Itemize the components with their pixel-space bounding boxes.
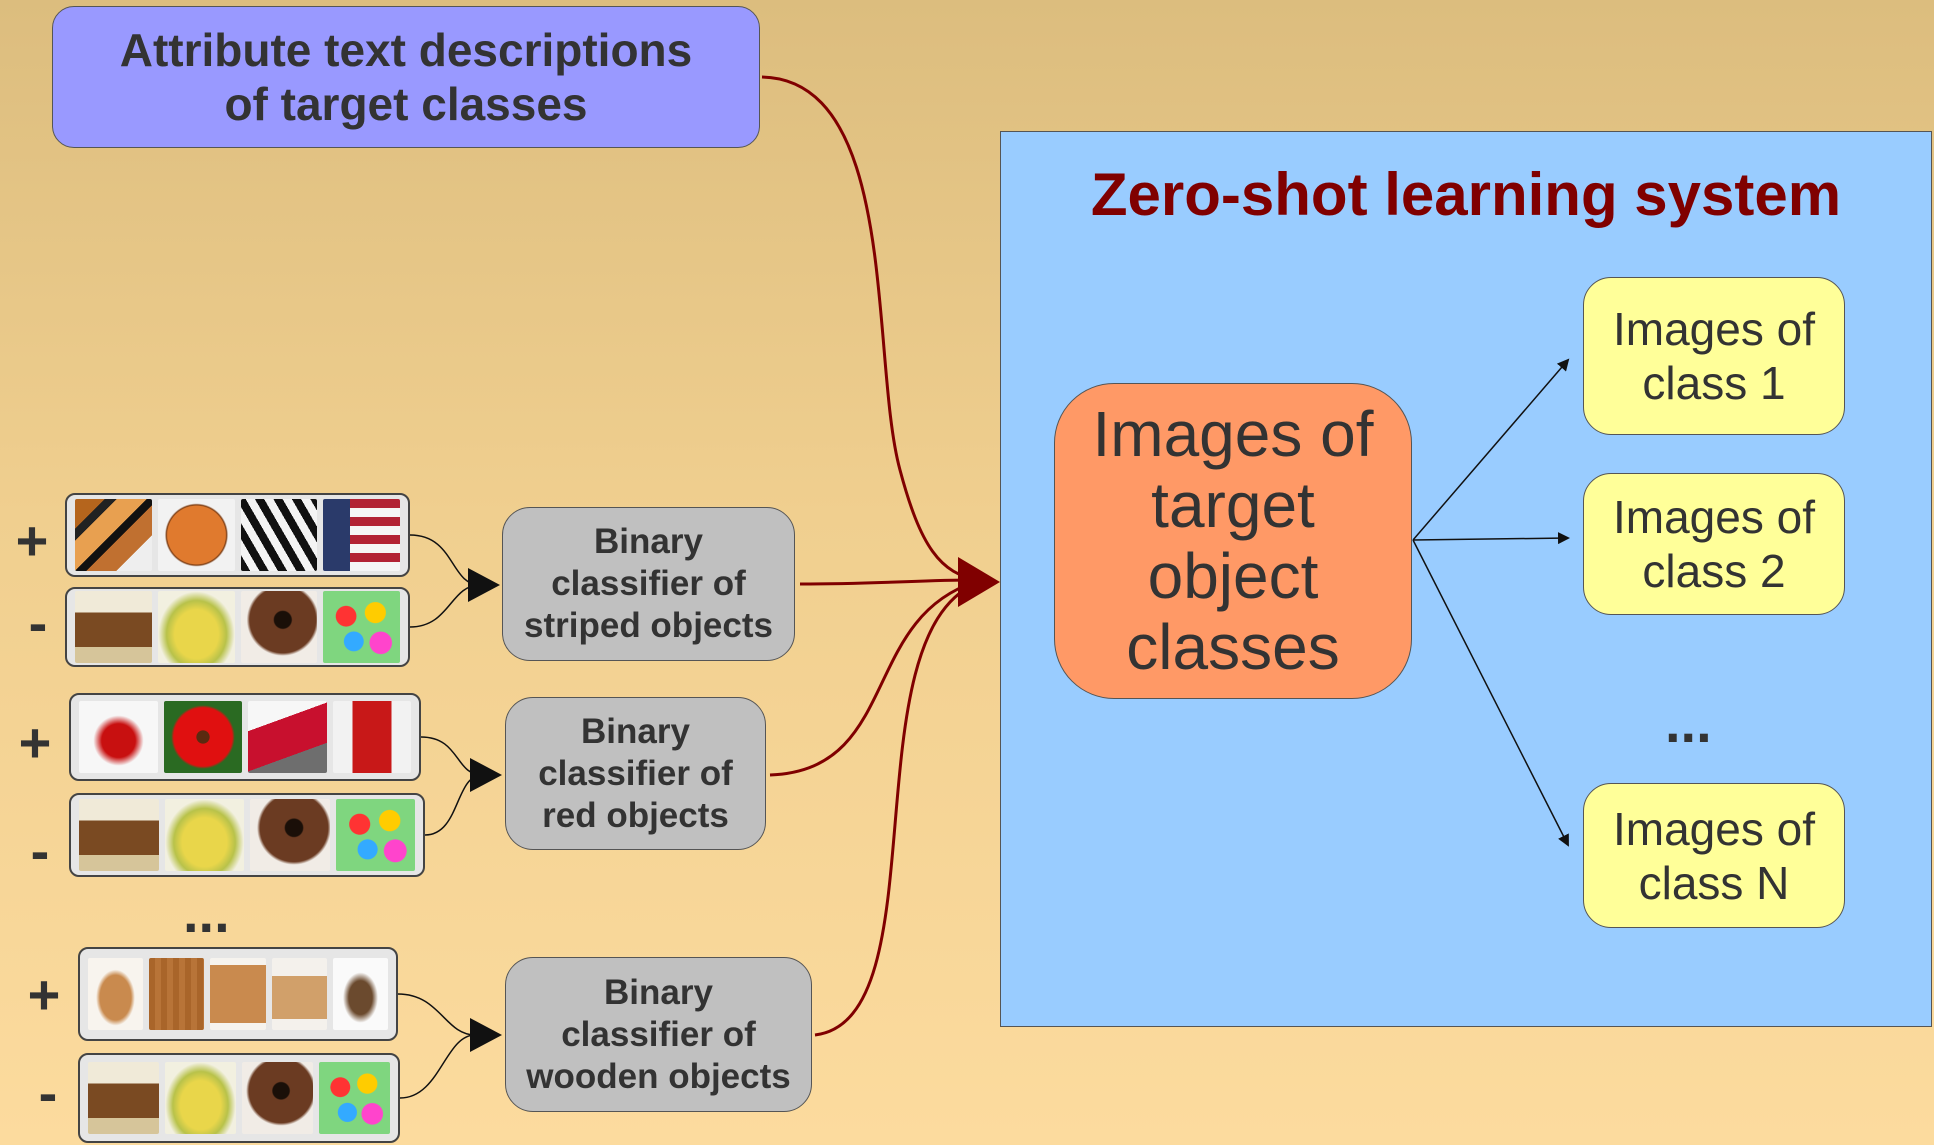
shoe-image [79, 701, 158, 773]
classifiers-ellipsis: ... [183, 881, 230, 944]
eggs-image [319, 1062, 390, 1134]
zero-shot-system-title: Zero-shot learning system [1090, 161, 1842, 228]
red-line-2: classifier of [538, 753, 733, 793]
eggs-image [323, 591, 400, 663]
plus-sign: + [15, 509, 49, 572]
to-class-n-arrow [1412, 539, 1569, 847]
zebras-image [240, 499, 318, 571]
striped-to-system-arrow [799, 578, 976, 586]
cake-image [242, 1062, 313, 1134]
toy-kitchen-image [271, 958, 327, 1030]
striped-line-1: Binary [594, 522, 703, 561]
wooden-line-1: Binary [604, 972, 713, 1012]
bananas-image [165, 1062, 236, 1134]
attribute-line-1: Attribute text descriptions [119, 24, 693, 76]
to-class-1-arrow [1412, 358, 1570, 541]
phone-booth-image [332, 701, 411, 773]
bowl-image [88, 958, 144, 1030]
classes-ellipsis: ... [1665, 691, 1712, 754]
to-class-2-arrow [1412, 532, 1570, 545]
eggs-image [335, 799, 415, 871]
cake-image [250, 799, 330, 871]
class-1-line-2: class 1 [1642, 357, 1786, 409]
positive-examples-strip [78, 947, 398, 1041]
target-line-1: Images of [1092, 398, 1374, 470]
system-input-arrowhead [958, 557, 1000, 607]
bananas-image [157, 591, 235, 663]
horse-image [75, 591, 152, 663]
striped-line-3: striped objects [524, 606, 773, 645]
class-1-box: Images of class 1 [1583, 277, 1845, 435]
attribute-to-system-arrow [761, 75, 981, 582]
target-line-3: object [1147, 540, 1319, 612]
wooden-classifier-box: Binary classifier of wooden objects [505, 957, 812, 1112]
attribute-descriptions-box: Attribute text descriptions of target cl… [52, 6, 760, 148]
negative-examples-strip [78, 1053, 400, 1143]
flower-image [163, 701, 242, 773]
laptop-image [248, 701, 327, 773]
red-arrowhead [470, 758, 502, 792]
basketball-image [157, 499, 235, 571]
wooden-line-2: classifier of [561, 1014, 756, 1054]
class-2-line-1: Images of [1613, 491, 1815, 543]
target-line-4: classes [1126, 611, 1340, 683]
wooden-to-system-arrow [814, 582, 976, 1037]
tiger-image [75, 499, 152, 571]
bananas-image [164, 799, 244, 871]
class-n-box: Images of class N [1583, 783, 1845, 928]
plus-sign: + [18, 711, 52, 774]
red-line-1: Binary [581, 711, 690, 751]
wooden-negative-connector [399, 1034, 476, 1099]
cake-image [240, 591, 318, 663]
class-1-line-1: Images of [1613, 303, 1815, 355]
red-to-system-arrow [769, 580, 976, 777]
class-2-box: Images of class 2 [1583, 473, 1845, 615]
red-line-3: red objects [542, 795, 729, 835]
wooden-positive-connector [397, 993, 476, 1036]
negative-examples-strip [69, 793, 425, 877]
class-2-line-2: class 2 [1642, 545, 1786, 597]
negative-examples-strip [65, 587, 410, 667]
striped-line-2: classifier of [551, 564, 746, 603]
positive-examples-strip [69, 693, 421, 781]
minus-sign: - [30, 819, 50, 882]
plus-sign: + [27, 963, 61, 1026]
positive-examples-strip [65, 493, 410, 577]
minus-sign: - [28, 591, 48, 654]
class-n-line-2: class N [1638, 856, 1790, 909]
wooden-arrowhead [470, 1018, 502, 1052]
horse-image [79, 799, 159, 871]
striped-arrowhead [468, 568, 500, 602]
red-classifier-box: Binary classifier of red objects [505, 697, 766, 850]
class-n-line-1: Images of [1613, 802, 1815, 855]
flag-image [323, 499, 400, 571]
attribute-line-2: of target classes [224, 78, 588, 130]
striped-classifier-box: Binary classifier of striped objects [502, 507, 795, 661]
target-line-2: target [1151, 469, 1315, 541]
wooden-line-3: wooden objects [526, 1056, 791, 1096]
target-classes-box: Images of target object classes [1054, 383, 1412, 699]
horse-image [88, 1062, 159, 1134]
minus-sign: - [38, 1061, 58, 1124]
door-image [149, 958, 205, 1030]
cabinet-image [210, 958, 266, 1030]
lamp-image [332, 958, 389, 1030]
